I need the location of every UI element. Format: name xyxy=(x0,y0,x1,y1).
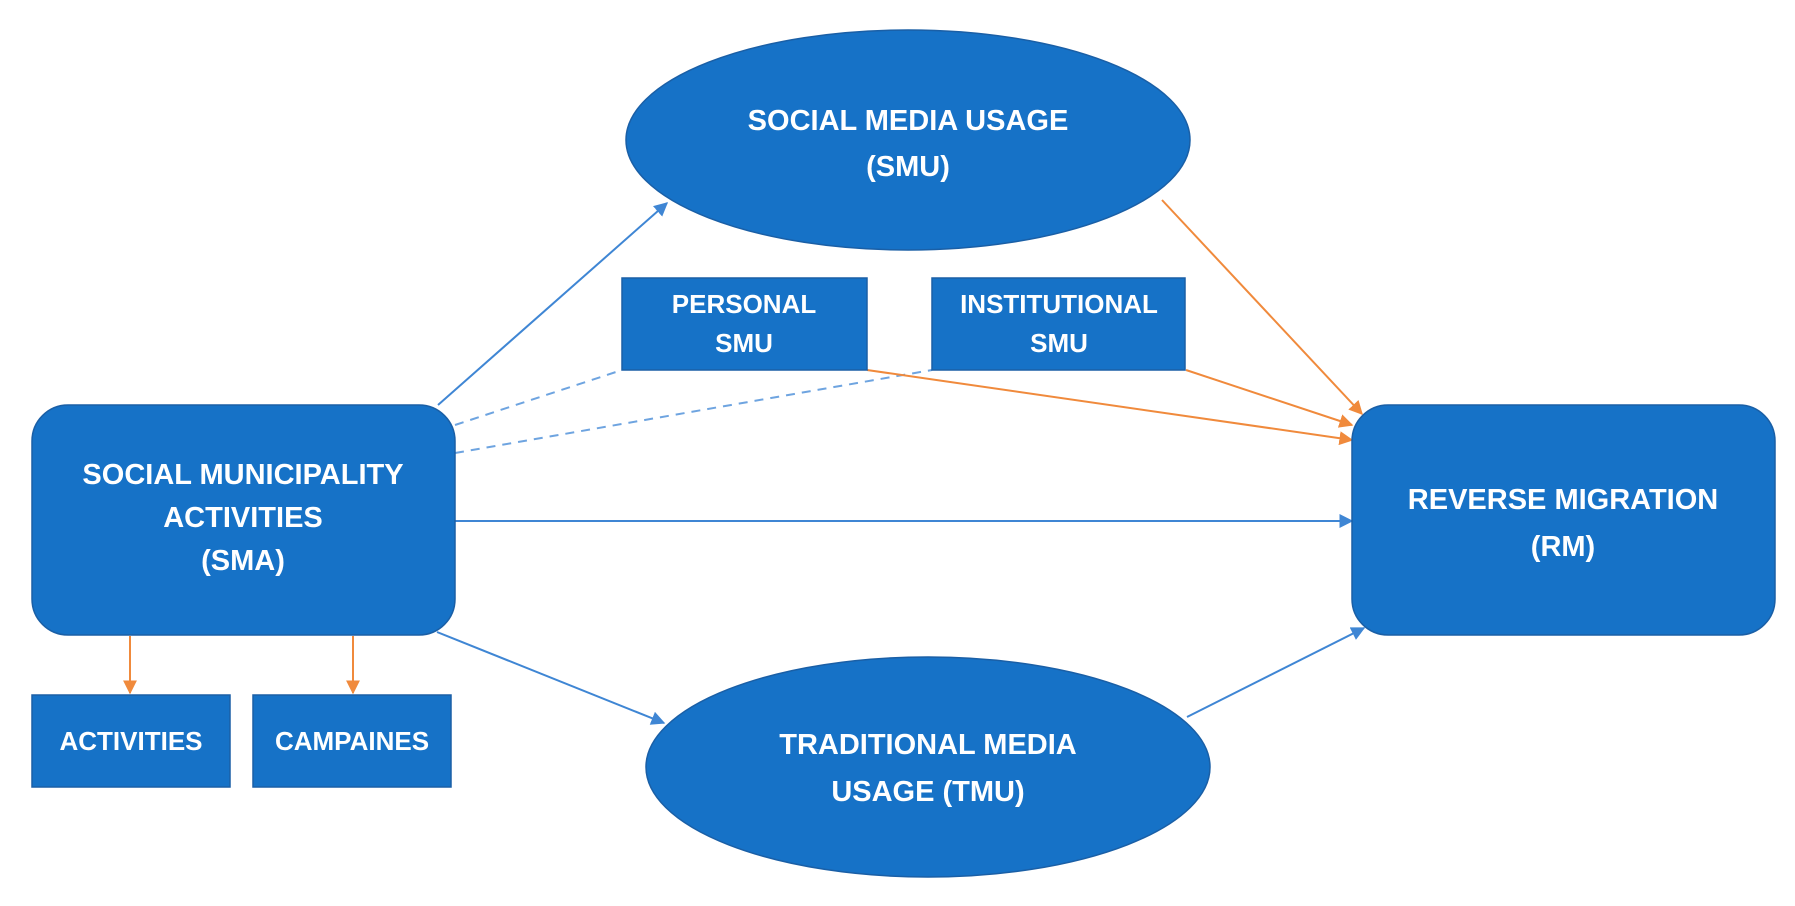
node-smu: SOCIAL MEDIA USAGE (SMU) xyxy=(625,29,1191,251)
edges xyxy=(123,199,1366,725)
node-tmu-line-2: USAGE (TMU) xyxy=(831,776,1024,808)
node-sma-line-3: (SMA) xyxy=(201,545,285,577)
node-smu-line-2: (SMU) xyxy=(866,151,950,183)
edge-sma-to-smu xyxy=(437,202,669,406)
node-activities: ACTIVITIES xyxy=(31,694,231,788)
node-rm-line-2: (RM) xyxy=(1531,531,1595,563)
node-campaines: CAMPAINES xyxy=(252,694,452,788)
node-activities-label: ACTIVITIES xyxy=(59,726,202,756)
node-personal-smu: PERSONAL SMU xyxy=(621,277,868,371)
node-smu-line-1: SOCIAL MEDIA USAGE xyxy=(748,105,1069,137)
edge-personal-smu-to-rm xyxy=(866,369,1354,446)
node-sma-line-2: ACTIVITIES xyxy=(163,502,323,534)
node-institutional-smu-line-2: SMU xyxy=(1030,328,1088,358)
edge-sma-to-institutional-smu xyxy=(454,369,933,454)
node-institutional-smu-line-1: INSTITUTIONAL xyxy=(960,289,1158,319)
node-tmu: TRADITIONAL MEDIA USAGE (TMU) xyxy=(645,656,1211,878)
node-tmu-line-1: TRADITIONAL MEDIA xyxy=(779,729,1077,761)
node-rm-line-1: REVERSE MIGRATION xyxy=(1408,484,1718,516)
node-institutional-smu: INSTITUTIONAL SMU xyxy=(931,277,1186,371)
edge-tmu-to-rm xyxy=(1186,627,1366,718)
node-sma-line-1: SOCIAL MUNICIPALITY xyxy=(82,459,403,491)
edge-sma-to-personal-smu xyxy=(454,369,623,426)
node-rm: REVERSE MIGRATION (RM) xyxy=(1351,404,1776,636)
node-personal-smu-line-2: SMU xyxy=(715,328,773,358)
node-sma: SOCIAL MUNICIPALITY ACTIVITIES (SMA) xyxy=(31,404,456,636)
edge-institutional-smu-to-rm xyxy=(1185,369,1354,428)
node-campaines-label: CAMPAINES xyxy=(275,726,429,756)
node-personal-smu-line-1: PERSONAL xyxy=(672,289,817,319)
edge-smu-to-rm xyxy=(1161,199,1363,416)
edge-sma-to-tmu xyxy=(436,631,666,725)
